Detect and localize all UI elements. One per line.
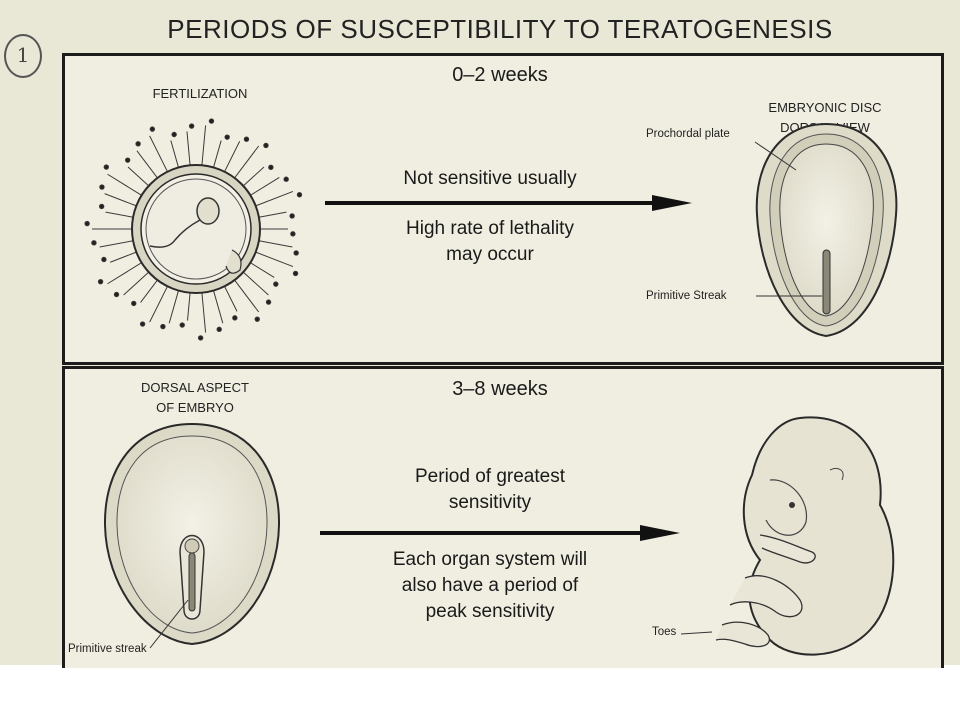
corona-ray — [99, 240, 134, 248]
dorsal-aspect-label-line1: DORSAL ASPECT — [141, 380, 249, 395]
corona-cell — [243, 136, 250, 142]
corona-cell — [232, 315, 238, 321]
fertilization-label: FERTILIZATION — [152, 86, 248, 101]
dorsal-aspect-label-line2: OF EMBRYO — [156, 400, 234, 415]
corona-ray — [105, 211, 134, 218]
corona-cell — [293, 250, 299, 256]
organ-system-line1: Each organ system will — [392, 549, 588, 570]
corona-ray — [149, 286, 168, 323]
lethality-text-line2: may occur — [446, 244, 534, 265]
arrow-bottom — [320, 525, 680, 541]
corona-ray — [242, 271, 269, 296]
corona-cell — [98, 203, 105, 210]
lethality-text-line1: High rate of lethality — [406, 218, 574, 239]
corona-ray — [110, 251, 137, 263]
corona-cell — [160, 323, 166, 330]
corona-cell — [97, 278, 104, 285]
greatest-sensitivity-text: Period of greatest sensitivity — [340, 464, 640, 516]
corona-cell — [197, 335, 204, 341]
corona-ray — [250, 262, 275, 278]
corona-cell — [283, 176, 289, 182]
organ-system-line2: also have a period of — [401, 575, 579, 596]
slide: PERIODS OF SUSCEPTIBILITY TO TERATOGENES… — [0, 0, 960, 668]
corona-ray — [255, 190, 294, 207]
corona-ray — [136, 150, 158, 179]
corona-cell — [188, 123, 195, 129]
corona-cell — [208, 118, 215, 124]
handwritten-number-mark: 1 — [4, 34, 42, 78]
corona-cell — [124, 157, 131, 163]
corona-ray — [140, 279, 158, 303]
corona-cell — [103, 164, 110, 170]
corona-ray — [242, 166, 265, 187]
corona-cell — [224, 134, 230, 140]
corona-ray — [186, 131, 191, 166]
corona-cell — [273, 281, 279, 287]
corona-ray — [123, 271, 150, 296]
corona-cell — [113, 291, 120, 298]
corona-cell — [149, 126, 156, 132]
greatest-sensitivity-line2: sensitivity — [448, 492, 532, 513]
corona-ray — [224, 286, 238, 312]
corona-ray — [107, 173, 142, 196]
corona-cell — [139, 321, 146, 327]
corona-ray — [250, 176, 280, 196]
corona-ray — [258, 211, 287, 218]
slide-title: PERIODS OF SUSCEPTIBILITY TO TERATOGENES… — [167, 14, 833, 44]
corona-cell — [265, 299, 272, 305]
period-0-2-weeks: 0–2 weeks — [452, 64, 548, 86]
corona-ray — [201, 125, 207, 166]
embryonic-disc-illustration — [754, 122, 898, 338]
corona-cell — [254, 316, 260, 322]
toes-callout: Toes — [652, 626, 677, 638]
prochordal-plate-callout: Prochordal plate — [646, 128, 730, 140]
diagram-artwork — [84, 118, 898, 656]
corona-ray — [224, 141, 241, 172]
corona-ray — [127, 166, 150, 187]
corona-cell — [290, 231, 296, 237]
arrow-top — [325, 195, 692, 211]
corona-ray — [201, 292, 207, 333]
corona-cell — [135, 141, 141, 147]
organ-system-line3: peak sensitivity — [425, 601, 555, 622]
greatest-sensitivity-line1: Period of greatest — [415, 466, 565, 487]
corona-cell — [289, 213, 295, 219]
corona-ray — [104, 193, 137, 207]
corona-cell — [268, 164, 274, 171]
corona-ray — [149, 135, 168, 172]
corona-cell — [292, 270, 299, 277]
corona-cell — [84, 220, 90, 227]
organ-system-text: Each organ system will also have a perio… — [330, 547, 650, 625]
corona-ray — [234, 279, 260, 313]
corona-ray — [255, 251, 294, 268]
corona-ray — [168, 290, 179, 324]
lethality-text: High rate of lethality may occur — [350, 216, 630, 268]
corona-ray — [213, 140, 222, 168]
corona-cell — [101, 256, 107, 263]
corona-cell — [131, 300, 137, 307]
corona-ray — [187, 292, 191, 321]
corona-cell — [216, 326, 222, 333]
corona-cell — [171, 131, 177, 138]
corona-cell — [179, 322, 185, 328]
corona-cell — [263, 142, 269, 149]
dorsal-embryo-illustration — [103, 422, 281, 649]
corona-ray — [107, 262, 142, 285]
corona-ray — [170, 140, 179, 168]
corona-cell — [99, 184, 105, 190]
fertilized-oocyte-illustration — [84, 118, 303, 341]
corona-ray — [258, 240, 293, 248]
embryo-8-weeks-illustration — [680, 416, 895, 656]
corona-ray — [213, 290, 224, 324]
corona-cell — [91, 240, 97, 246]
dorsal-aspect-label: DORSAL ASPECT OF EMBRYO — [110, 378, 280, 418]
corona-ray — [234, 145, 260, 179]
primitive-streak-callout-top: Primitive Streak — [646, 290, 727, 302]
period-3-8-weeks: 3–8 weeks — [452, 378, 548, 400]
primitive-streak-callout-bottom: Primitive streak — [68, 643, 147, 655]
not-sensitive-text: Not sensitive usually — [403, 168, 577, 189]
embryonic-disc-label-line1: EMBRYONIC DISC — [768, 100, 882, 115]
corona-cell — [296, 192, 303, 198]
